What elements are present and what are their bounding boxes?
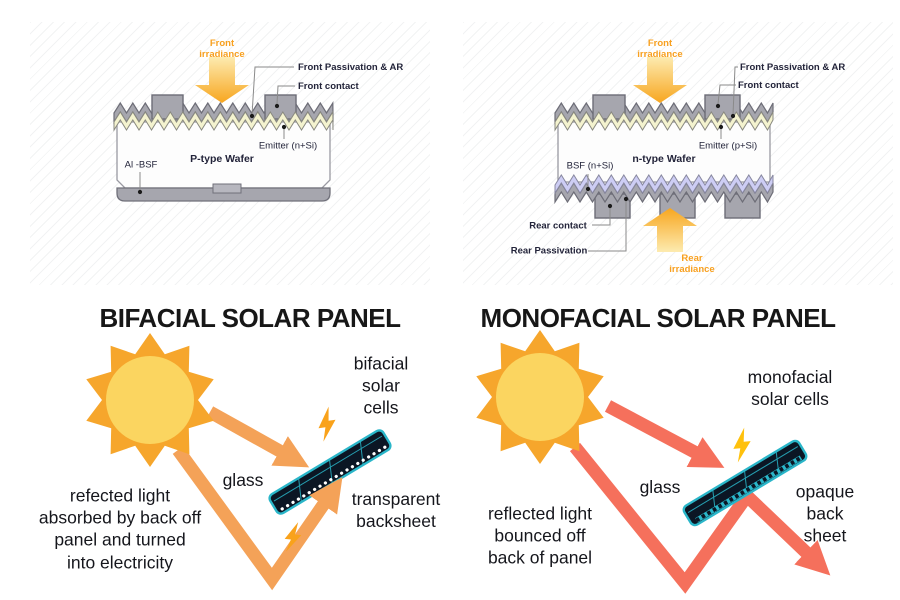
monofacial-cells-label: monofacial solar cells [747, 366, 833, 409]
emitter-layer [113, 110, 334, 132]
leader-lines [587, 66, 738, 252]
monofacial-title: MONOFACIAL SOLAR PANEL [480, 303, 836, 333]
wafer-type-label: P-type Wafer [190, 152, 254, 165]
al-bsf-label: Al -BSF [124, 159, 158, 171]
direct-light-arrow [206, 406, 310, 468]
front-irradiance-label: Front irradiance [637, 37, 683, 60]
emitter-label: Emitter (n+Si) [258, 140, 318, 152]
leader-dots [585, 103, 736, 209]
backsheet-label: opaque back sheet [795, 481, 855, 547]
emitter-layer [554, 111, 774, 132]
ptype-wafer-graphic [113, 57, 334, 202]
reflection-note: refected light absorbed by back off pane… [38, 485, 202, 573]
glass-label: glass [222, 469, 264, 490]
bifacial-panel-illustration: BIFACIAL SOLAR PANEL bifacial solar cell… [0, 300, 450, 600]
glass-label: glass [639, 476, 681, 497]
ntype-wafer-graphic [554, 57, 774, 252]
backsheet-label: transparent backsheet [351, 488, 441, 531]
bifacial-cells-label: bifacial solar cells [353, 353, 409, 419]
rear-irradiance-arrow [643, 208, 697, 252]
direct-light-arrow [604, 400, 725, 468]
reflected-light-arrow [569, 442, 831, 594]
bifacial-graphic [86, 333, 392, 591]
rear-irradiance-label: Rear irradiance [669, 252, 715, 275]
lightning-bolt-icon [731, 427, 753, 463]
ntype-wafer-diagram: Front irradiance Front Passivation & AR … [463, 22, 893, 285]
reflection-note: reflected light bounced off back of pane… [487, 503, 593, 569]
bsf-label: BSF (n+Si) [566, 160, 614, 172]
front-irradiance-label: Front irradiance [199, 37, 245, 60]
ptype-wafer-diagram: Front irradiance Front Passivation & AR … [30, 22, 430, 285]
reflected-light-arrow [172, 446, 343, 591]
bsf-layer [554, 174, 774, 195]
front-irradiance-arrow [195, 57, 249, 103]
bottom-tab [212, 183, 242, 194]
wafer-body [557, 121, 771, 183]
lightning-bolt-icon [315, 405, 339, 443]
solar-panel [682, 439, 808, 527]
front-irradiance-arrow [633, 57, 687, 103]
rear-passivation-label: Rear Passivation [510, 245, 588, 257]
monofacial-panel-illustration: MONOFACIAL SOLAR PANEL monofacial solar … [450, 300, 900, 600]
transparent-backsheet-dots [280, 445, 387, 511]
emitter-label: Emitter (p+Si) [698, 140, 758, 152]
leader-dots [137, 103, 287, 195]
rear-contact-label: Rear contact [529, 220, 587, 232]
front-contact-label: Front contact [738, 80, 799, 91]
wafer-type-label: n-type Wafer [632, 152, 696, 165]
front-passivation-label: Front Passivation & AR [740, 62, 846, 73]
sun-icon [476, 330, 604, 464]
sun-icon [86, 333, 214, 467]
monofacial-graphic [476, 330, 831, 594]
al-bsf-layer [116, 187, 331, 202]
bifacial-title: BIFACIAL SOLAR PANEL [99, 303, 401, 333]
front-contact-label: Front contact [298, 81, 359, 92]
front-passivation-label: Front Passivation & AR [298, 62, 404, 73]
